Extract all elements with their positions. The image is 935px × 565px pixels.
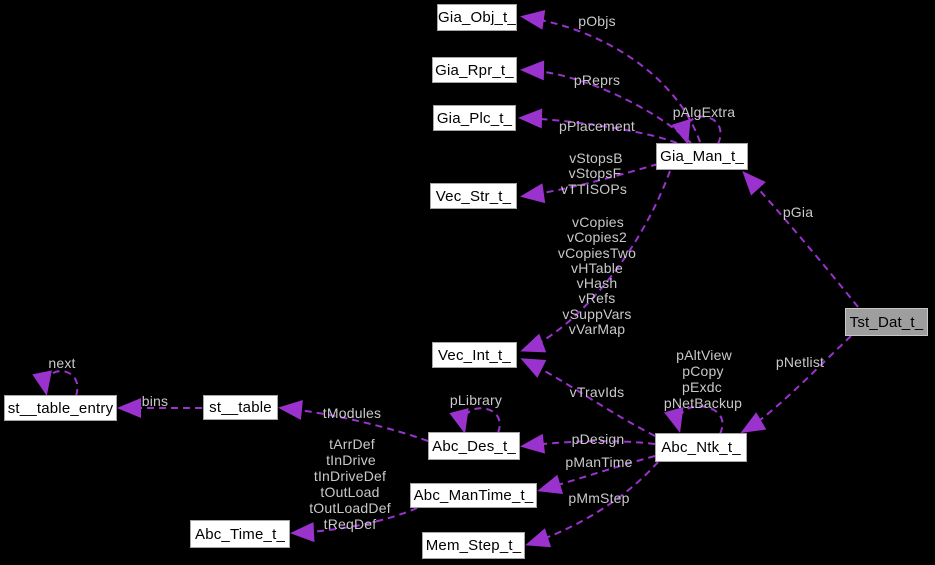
edge-label-vcopiestwo: vCopiesTwo <box>557 245 637 261</box>
edge-label-tindrive: tInDrive <box>326 452 376 468</box>
edge-palgextra-selfloop <box>671 115 722 145</box>
node-gia-man-t[interactable]: Gia_Man_t_ <box>656 143 748 170</box>
node-st-table[interactable]: st__table <box>203 395 278 420</box>
edge-pplacement <box>518 108 678 144</box>
edge-label-pcopy: pCopy <box>682 363 724 379</box>
edge-label-paltview: pAltView <box>676 347 732 363</box>
edge-ntk-selfloop <box>664 405 724 435</box>
edge-tmodules <box>278 400 429 442</box>
edge-label-vcopies2: vCopies2 <box>567 229 627 245</box>
edge-pgia <box>742 171 859 308</box>
edge-label-vcopies: vCopies <box>572 214 624 230</box>
edge-label-vttisops: vTTISOPs <box>560 181 628 197</box>
edge-label-tmodules: tModules <box>322 405 382 421</box>
edge-label-plibrary: pLibrary <box>449 392 503 408</box>
edge-label-bins: bins <box>141 393 169 409</box>
edge-label-vhash: vHash <box>576 275 618 291</box>
edge-label-next: next <box>48 355 76 371</box>
edge-vtravids <box>520 358 656 437</box>
node-abc-ntk-t[interactable]: Abc_Ntk_t_ <box>655 433 747 462</box>
edge-label-palgextra: pAlgExtra <box>672 104 736 120</box>
edge-label-pnetbackup: pNetBackup <box>663 395 743 411</box>
edge-label-tarrdef: tArrDef <box>329 436 375 452</box>
node-abc-time-t[interactable]: Abc_Time_t_ <box>190 520 290 548</box>
edge-vcopies <box>520 170 671 353</box>
edge-label-pexdc: pExdc <box>682 379 722 395</box>
edge-label-tindrivedef: tInDriveDef <box>313 468 387 484</box>
node-mem-step-t[interactable]: Mem_Step_t_ <box>422 532 525 559</box>
node-abc-des-t[interactable]: Abc_Des_t_ <box>428 432 520 460</box>
edge-label-pobjs: pObjs <box>578 13 616 29</box>
edge-time-defaults <box>290 507 418 543</box>
edge-label-pmmstep: pMmStep <box>568 490 630 506</box>
node-st-table-entry[interactable]: st__table_entry <box>4 395 117 421</box>
edge-label-vstopsb: vStopsB <box>569 150 623 166</box>
node-tst-dat-t-main[interactable]: Tst_Dat_t_ <box>845 308 928 336</box>
node-abc-mantime-t[interactable]: Abc_ManTime_t_ <box>410 483 537 508</box>
node-vec-str-t[interactable]: Vec_Str_t_ <box>430 183 517 209</box>
edge-plibrary-selfloop <box>449 407 501 434</box>
edge-label-toutloaddef: tOutLoadDef <box>309 500 391 516</box>
edge-pmantime <box>537 455 656 494</box>
edge-label-vvarmap: vVarMap <box>568 321 626 337</box>
edge-label-pdesign: pDesign <box>571 431 625 447</box>
edge-next-selfloop <box>32 370 79 397</box>
edge-label-toutload: tOutLoad <box>320 484 380 500</box>
edge-label-pnetlist: pNetlist <box>775 354 825 370</box>
edge-label-treqdef: tReqDef <box>323 516 377 532</box>
node-gia-obj-t[interactable]: Gia_Obj_t_ <box>437 4 517 31</box>
edge-label-vrefs: vRefs <box>578 290 616 306</box>
edge-label-vsuppvars: vSuppVars <box>562 306 632 322</box>
edge-label-pgia: pGia <box>782 204 814 220</box>
node-gia-rpr-t[interactable]: Gia_Rpr_t_ <box>432 57 517 83</box>
edge-label-pmantime: pManTime <box>565 454 633 470</box>
edge-label-vtravids: vTravIds <box>569 384 625 400</box>
edge-vstops <box>520 163 659 204</box>
node-gia-plc-t[interactable]: Gia_Plc_t_ <box>433 105 516 131</box>
edge-label-vhtable: vHTable <box>571 260 623 276</box>
edge-pobjs <box>520 9 701 143</box>
edge-pdesign <box>520 433 656 454</box>
edge-pnetlist <box>740 335 852 434</box>
edge-label-vstopsf: vStopsF <box>568 165 622 181</box>
edge-label-preprs: pReprs <box>573 72 621 88</box>
edge-label-pplacement: pPlacement <box>559 118 635 134</box>
node-vec-int-t[interactable]: Vec_Int_t_ <box>432 342 517 368</box>
edge-pmmstep <box>525 461 659 548</box>
